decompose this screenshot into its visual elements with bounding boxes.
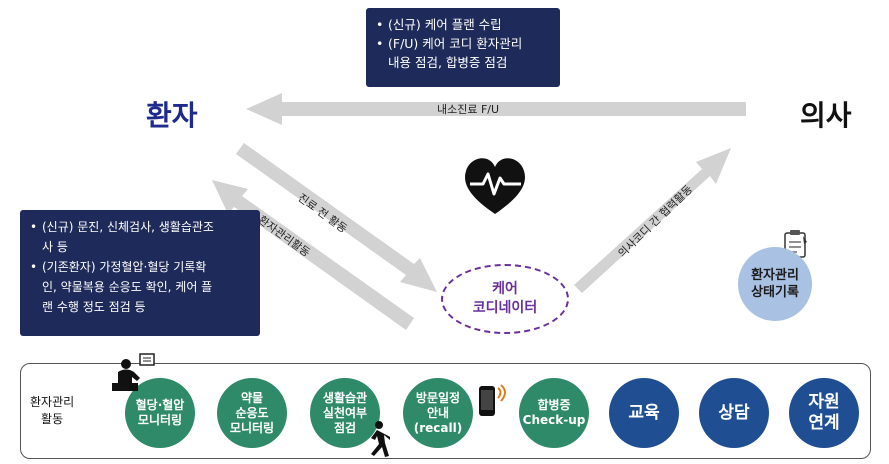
activity-counseling: 상담: [699, 378, 769, 448]
status-record-circle: 환자관리 상태기록: [738, 247, 812, 321]
activity-resource-linkage: 자원 연계: [789, 378, 859, 448]
coordinator-line-1: 케어: [492, 281, 518, 297]
activity-lifestyle-check: 생활습관 실천여부 점검: [310, 378, 380, 448]
activity-2-line-2: 순응도: [235, 405, 269, 420]
activities-label-line-1: 환자관리: [30, 395, 75, 409]
care-coordinator: 케어 코디네이터: [441, 264, 569, 334]
clipboard-icon: [784, 230, 807, 258]
activity-2-line-1: 약물: [240, 390, 264, 405]
patient-tasks-box: •(신규) 문진, 신체검사, 생활습관조 사 등 •(기존환자) 가정혈압·혈…: [20, 210, 260, 336]
activity-visit-recall: 방문일정 안내 (recall): [403, 378, 473, 448]
activity-medication-adherence: 약물 순응도 모니터링: [217, 378, 287, 448]
activity-6-line-1: 교육: [628, 402, 660, 423]
record-line-2: 상태기록: [751, 285, 799, 300]
activities-panel: [20, 363, 871, 459]
doctor-task-2-cont: 내용 점검, 합병증 점검: [388, 55, 508, 70]
doctor-label: 의사: [800, 99, 852, 132]
arrow-coordinator-to-patient: [212, 180, 414, 330]
activity-4-line-3: (recall): [413, 420, 463, 435]
activity-3-line-3: 점검: [333, 420, 357, 435]
patient-task-2-cont-2: 랜 수행 정도 점검 등: [42, 300, 146, 314]
activity-5-line-2: Check-up: [522, 413, 586, 427]
runner-icon: [371, 421, 390, 457]
patient-task-1-cont: 사 등: [42, 240, 68, 254]
arrow-patient-to-coordinator: [236, 143, 437, 292]
arrow-coordinator-to-doctor: [574, 148, 731, 293]
heart-pulse-icon: [465, 158, 525, 214]
phone-icon: [479, 384, 506, 416]
doctor-tasks-box: •(신규) 케어 플랜 수립 •(F/U) 케어 코디 환자관리 내용 점검, …: [366, 8, 560, 87]
activity-4-line-1: 방문일정: [415, 390, 461, 405]
patient-task-2: (기존환자) 가정혈압·혈당 기록확: [42, 260, 207, 274]
activities-label: 환자관리 활동: [30, 394, 74, 428]
patient-task-1: (신규) 문진, 신체검사, 생활습관조: [42, 220, 214, 234]
doctor-task-2: (F/U) 케어 코디 환자관리: [388, 36, 523, 51]
activity-3-line-2: 실천여부: [322, 405, 368, 420]
person-measuring-icon: [112, 353, 155, 391]
activity-8-line-1: 자원: [808, 392, 840, 412]
activity-1-line-2: 모니터링: [137, 413, 183, 427]
patient-task-2-cont-1: 인, 약물복용 순응도 확인, 케어 플: [42, 280, 213, 294]
record-line-1: 환자관리: [751, 268, 799, 283]
activity-education: 교육: [609, 378, 679, 448]
activity-3-line-1: 생활습관: [322, 390, 368, 405]
arrow-doctor-to-patient: [246, 93, 746, 125]
activities-label-line-2: 활동: [41, 412, 64, 426]
activity-4-line-2: 안내: [426, 405, 450, 420]
activity-1-line-1: 혈당·혈압: [135, 398, 185, 412]
activity-5-line-1: 합병증: [537, 398, 571, 412]
doctor-task-1: (신규) 케어 플랜 수립: [388, 17, 502, 32]
activity-8-line-2: 연계: [808, 413, 840, 433]
activity-7-line-1: 상담: [718, 402, 750, 423]
arrow-label-followup: 내소진료 F/U: [437, 103, 500, 116]
coordinator-line-2: 코디네이터: [472, 300, 538, 316]
activity-complication-checkup: 합병증 Check-up: [519, 378, 589, 448]
activity-2-line-3: 모니터링: [229, 420, 275, 435]
patient-label: 환자: [146, 99, 198, 132]
